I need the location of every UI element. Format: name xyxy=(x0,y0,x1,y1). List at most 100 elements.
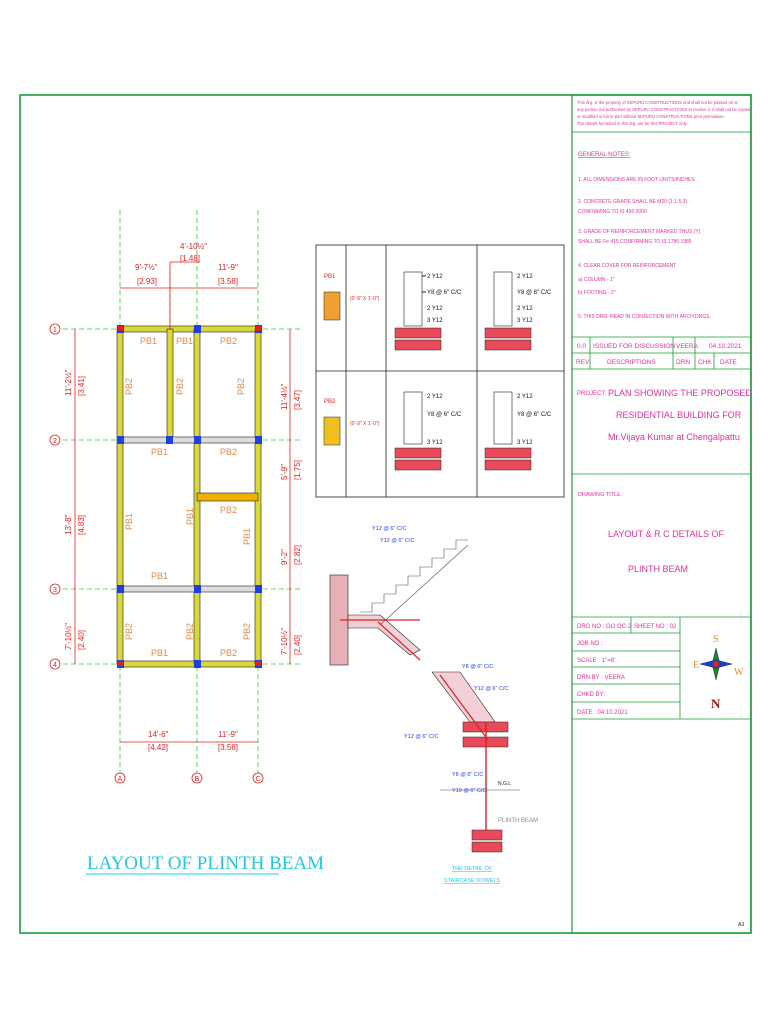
beam-label: PB1 xyxy=(151,571,168,581)
rebar-callout: Y12 @ 6" C/C xyxy=(372,526,406,532)
dim-text: [2.82] xyxy=(293,545,302,565)
dim-text: [2.40] xyxy=(77,630,86,650)
compass-label: S xyxy=(713,634,719,645)
beam-label: PB2 xyxy=(124,623,134,640)
dim-text: [3.58] xyxy=(218,277,238,286)
disclaimer-line: The details furnished in this drg. are f… xyxy=(577,121,688,126)
dim-text: 5'-9" xyxy=(280,464,289,480)
rev-drawn-by: VEERA xyxy=(676,343,699,350)
issue-date: DATE : 04.10.2021 xyxy=(577,710,628,716)
dim-text: 7'-10½" xyxy=(64,623,73,650)
beam-label: PB2 xyxy=(124,378,134,395)
note-line: b) FOOTING - 2" xyxy=(578,290,616,296)
beam-schedule: PB1 (0'-9" X 1'-0") 2 Y12 Y8 @ 6" C/C 2 … xyxy=(315,244,565,498)
grid-bubble-b: B xyxy=(195,776,200,783)
rebar-label: 3 Y12 xyxy=(517,440,533,446)
beam-label: PB2 xyxy=(175,378,185,395)
beam-label: PB2 xyxy=(220,336,237,346)
ngl-label: N.G.L xyxy=(498,781,511,787)
rev-number: 0.0 xyxy=(577,343,586,350)
rebar-callout: Y12 @ 6" C/C xyxy=(380,538,414,544)
disclaimer-line: any person not authorised by SEPURU CONS… xyxy=(577,107,751,112)
rev-header: DESCRIPTIONS xyxy=(607,359,656,366)
dim-text: [2.40] xyxy=(293,635,302,655)
beam-label: PB1 xyxy=(151,648,168,658)
compass-label: E xyxy=(693,660,699,671)
section-detail-2: 2 Y12 Y8 @ 6" C/C 2 Y12 3 Y12 xyxy=(484,271,552,351)
beam-label: PB2 xyxy=(236,378,246,395)
layout-title: LAYOUT OF PLINTH BEAM xyxy=(87,853,324,874)
rebar-label: 3 Y12 xyxy=(427,440,443,446)
title-block-frame xyxy=(571,94,752,934)
dim-text: [1.75] xyxy=(293,460,302,480)
rev-header: CHK xyxy=(698,359,712,366)
staircase-detail: Y12 @ 6" C/C Y12 @ 6" C/C Y8 @ 6" C/C Y1… xyxy=(329,526,538,884)
compass-icon: S E W N xyxy=(693,634,744,711)
note-line: 4. CLEAR COVER FOR REINFORCEMENT xyxy=(578,263,676,269)
note-line: 1. ALL DIMENSIONS ARE IN FOOT UNITS/INCH… xyxy=(578,177,695,183)
title-block: This drg. is the property of SEPURU CONS… xyxy=(572,100,752,928)
sheet-size: A3 xyxy=(738,922,744,928)
dim-text: 14'-6" xyxy=(148,730,169,739)
grid-bubble-2: 2 xyxy=(53,438,57,445)
project-line: RESIDENTIAL BUILDING FOR xyxy=(616,410,742,420)
beam-label: PB1 xyxy=(140,336,157,346)
checked-by: CHKD BY: xyxy=(577,692,605,698)
rebar-label: Y8 @ 6" C/C xyxy=(427,290,462,296)
beam-label: PB2 xyxy=(185,623,195,640)
plinth-layout: PB1 PB1 PB2 PB1 PB2 PB2 PB1 PB1 PB2 PB2 … xyxy=(49,210,324,875)
detail-caption: THE DETAIL OF xyxy=(452,866,493,872)
dim-text: 11'-4½" xyxy=(280,383,289,410)
plinth-beam-label: PLINTH BEAM xyxy=(498,818,538,824)
rebar-callout: Y12 @ 6" C/C xyxy=(474,686,508,692)
dim-text: 4'-10½" xyxy=(180,242,207,251)
detail-caption: STAIRCASE DOWELS xyxy=(444,878,500,884)
job-number: JOB NO : xyxy=(577,641,603,647)
dim-text: [3.58] xyxy=(218,743,238,752)
grid-bubble-a: A xyxy=(118,776,123,783)
drawing-title-line: LAYOUT & R C DETAILS OF xyxy=(608,529,725,539)
project-line: Mr.Vijaya Kumar at Chengalpattu xyxy=(608,432,740,442)
rebar-label: Y8 @ 6" C/C xyxy=(517,412,552,418)
dim-text: 9'-7½" xyxy=(135,263,158,272)
rebar-label: Y8 @ 6" C/C xyxy=(427,412,462,418)
drawing-title-label: DRAWING TITLE : xyxy=(578,492,624,498)
drawing-title-line: PLINTH BEAM xyxy=(628,564,688,574)
rebar-callout: Y8 @ 6" C/C xyxy=(452,772,483,778)
dim-text: [1.48] xyxy=(180,254,200,263)
rev-header: DATE xyxy=(720,359,738,366)
note-line: 5. THIS DRG. READ IN CONJECTION WITH ARC… xyxy=(578,314,711,320)
dim-text: 7'-10½" xyxy=(280,628,289,655)
schedule-beam-size: (0'-9" X 1'-0") xyxy=(350,296,380,302)
beam-label: PB1 xyxy=(176,336,193,346)
dim-text: [4.42] xyxy=(148,743,168,752)
disclaimer-line: This drg. is the property of SEPURU CONS… xyxy=(577,100,738,105)
rebar-label: 3 Y12 xyxy=(427,318,443,324)
schedule-beam-name: PB2 xyxy=(324,399,336,405)
rebar-callout: Y8 @ 6" C/C xyxy=(462,664,493,670)
grid-bubble-1: 1 xyxy=(53,327,57,334)
dim-text: 9'-2" xyxy=(280,549,289,565)
beam-label: PB2 xyxy=(220,505,237,515)
dim-text: 11'-9" xyxy=(218,263,238,272)
notes-title: GENERAL NOTES: xyxy=(578,152,631,158)
schedule-beam-name: PB1 xyxy=(324,274,336,280)
rev-header: DRN xyxy=(676,359,690,366)
rebar-label: 2 Y12 xyxy=(517,394,533,400)
note-line: CONFIRMING TO IS 456:2000 xyxy=(578,209,647,215)
dim-text: [4.83] xyxy=(77,515,86,535)
rebar-label: 2 Y12 xyxy=(427,306,443,312)
note-line: 2. CONCRETE GRADE SHALL BE M20 (1:1.5:3) xyxy=(578,199,687,205)
scale: SCALE : 1"=8' xyxy=(577,658,615,664)
beam-label: PB1 xyxy=(124,513,134,530)
rebar-label: 2 Y12 xyxy=(427,274,443,280)
beam-label: PB1 xyxy=(185,508,195,525)
section-detail-1: 2 Y12 Y8 @ 6" C/C 2 Y12 3 Y12 xyxy=(394,271,462,351)
beam-label: PB2 xyxy=(220,648,237,658)
section-detail-3: 2 Y12 Y8 @ 6" C/C 3 Y12 xyxy=(394,391,462,471)
grid-bubble-c: C xyxy=(255,776,260,783)
rev-header: REV xyxy=(576,359,590,366)
rebar-label: Y8 @ 6" C/C xyxy=(517,290,552,296)
section-detail-4: 2 Y12 Y8 @ 6" C/C 3 Y12 xyxy=(484,391,552,471)
project-label: PROJECT: xyxy=(577,391,606,397)
